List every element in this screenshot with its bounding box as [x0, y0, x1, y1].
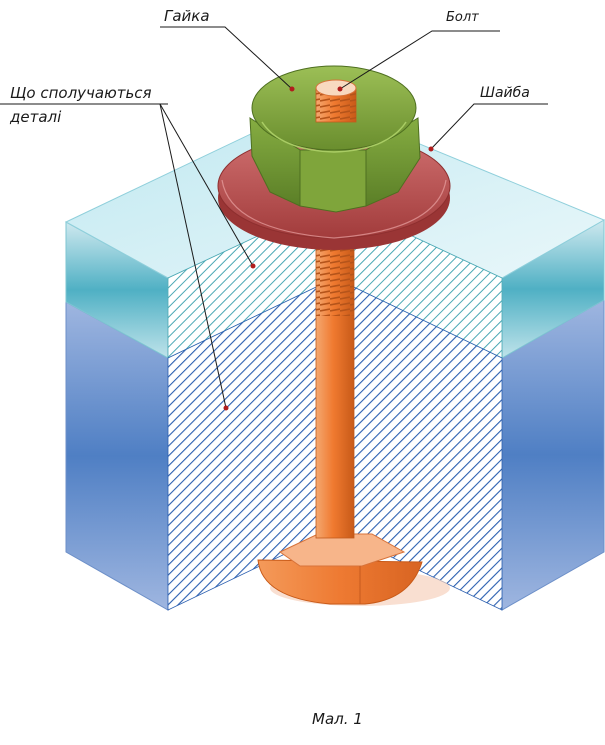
dot-nut	[289, 86, 295, 92]
nut-side-front	[299, 149, 367, 213]
dot-washer	[428, 146, 434, 152]
figure-caption: Мал. 1	[312, 710, 363, 728]
bolt-end-thread	[316, 92, 356, 122]
dot-mating-upper	[250, 263, 256, 269]
bolt-head-body	[257, 559, 423, 605]
label-bolt: Болт	[446, 10, 479, 25]
label-nut: Гайка	[164, 7, 210, 25]
dot-mating-lower	[223, 405, 229, 411]
leader-mating-lower	[159, 103, 227, 409]
label-washer: Шайба	[480, 85, 530, 101]
label-mating-parts-line1: Що сполучаються	[10, 84, 152, 102]
washer-rim-highlight	[221, 179, 447, 239]
bolt-thread	[316, 240, 354, 316]
dot-bolt	[337, 86, 343, 92]
leader-bolt	[339, 30, 500, 90]
label-mating-parts-line2: деталі	[9, 108, 62, 126]
leader-nut	[160, 26, 293, 90]
nut-chamfer	[261, 121, 407, 153]
leader-mating-upper	[159, 103, 254, 267]
leader-washer	[430, 103, 548, 150]
bolt-end-top	[315, 79, 357, 97]
